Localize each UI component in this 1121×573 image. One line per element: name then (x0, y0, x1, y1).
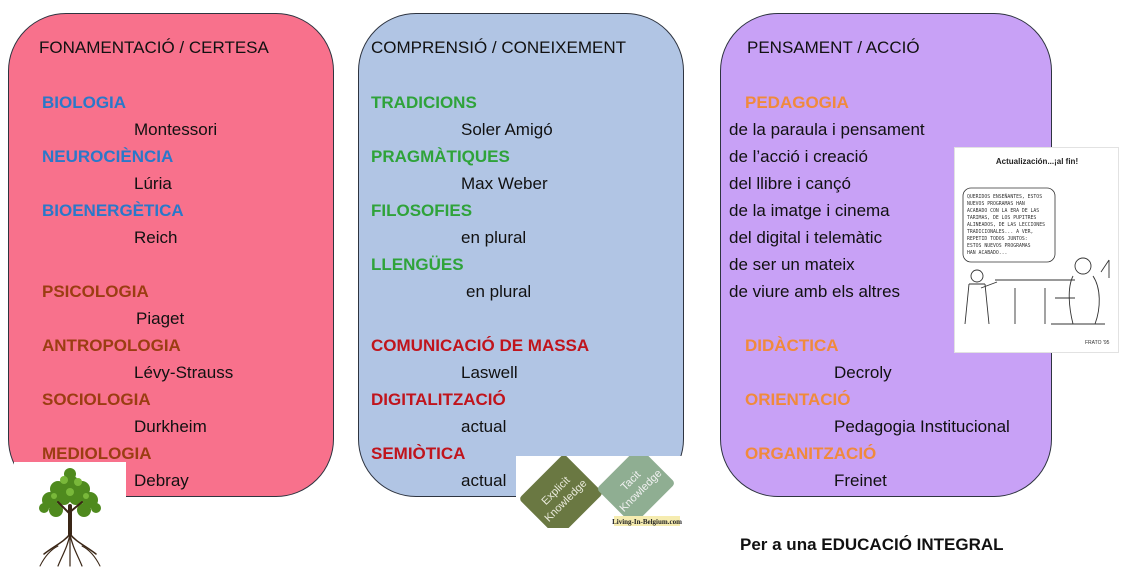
pedagogy-line: de la imatge i cinema (729, 201, 890, 220)
author-decroly: Decroly (834, 363, 892, 382)
svg-text:HAN ACABADO...: HAN ACABADO... (967, 250, 1007, 256)
detail-laswell: Laswell (461, 363, 518, 382)
category-comunicacio-massa: COMUNICACIÓ DE MASSA (371, 336, 590, 355)
tree-icon (39, 468, 101, 567)
category-mediologia: MEDIOLOGIA (42, 444, 152, 463)
comic-image: Actualización...¡al fin! QUERIDOS ENSEÑA… (954, 147, 1119, 353)
category-biologia: BIOLOGIA (42, 93, 127, 112)
category-orientacio: ORIENTACIÓ (745, 390, 851, 409)
detail-llengues: en plural (466, 282, 532, 301)
author-pedagogia-institucional: Pedagogia Institucional (834, 417, 1010, 436)
svg-text:ALINEADOS, DE LAS LECCIONES: ALINEADOS, DE LAS LECCIONES (967, 222, 1045, 228)
author-freinet: Freinet (834, 471, 887, 490)
category-llengues: LLENGÜES (371, 255, 464, 274)
svg-text:REPETID TODOS JUNTOS:: REPETID TODOS JUNTOS: (967, 236, 1028, 242)
category-psicologia: PSICOLOGIA (42, 282, 149, 301)
detail-semiotica: actual (461, 471, 507, 490)
category-pedagogia: PEDAGOGIA (745, 93, 849, 112)
panel-comprensio: COMPRENSIÓ / CONEIXEMENT TRADICIONS Sole… (358, 13, 684, 497)
panel-title: PENSAMENT / ACCIÓ (747, 38, 920, 57)
tree-image (14, 462, 126, 568)
category-didactica: DIDÀCTICA (745, 336, 839, 355)
svg-text:ESTOS NUEVOS PROGRAMAS: ESTOS NUEVOS PROGRAMAS (967, 243, 1031, 249)
detail-digitalitzacio: actual (461, 417, 507, 436)
category-tradicions: TRADICIONS (371, 93, 477, 112)
svg-text:ACABADO CON LA ERA DE LAS: ACABADO CON LA ERA DE LAS (967, 208, 1039, 214)
author-piaget: Piaget (136, 309, 185, 328)
panel-title: FONAMENTACIÓ / CERTESA (39, 38, 269, 57)
author-reich: Reich (134, 228, 178, 247)
detail-soler-amigo: Soler Amigó (461, 120, 553, 139)
pedagogy-line: de ser un mateix (729, 255, 855, 274)
detail-max-weber: Max Weber (461, 174, 548, 193)
detail-filosofies: en plural (461, 228, 527, 247)
category-filosofies: FILOSOFIES (371, 201, 473, 220)
category-organitzacio: ORGANITZACIÓ (745, 444, 877, 463)
author-debray: Debray (134, 471, 189, 490)
pedagogy-line: de viure amb els altres (729, 282, 901, 301)
category-bioenergetica: BIOENERGÈTICA (42, 201, 184, 220)
source-label: Living-In-Belgium.com (612, 518, 682, 526)
svg-text:QUERIDOS ENSEÑANTES, ESTOS: QUERIDOS ENSEÑANTES, ESTOS (967, 193, 1042, 200)
knowledge-image: Explicit Knowledge Tacit Knowledge Livin… (516, 448, 682, 537)
author-luria: Lúria (134, 174, 172, 193)
category-neurociencia: NEUROCIÈNCIA (42, 147, 174, 166)
panel-title: COMPRENSIÓ / CONEIXEMENT (371, 38, 627, 57)
author-montessori: Montessori (134, 120, 218, 139)
svg-text:NUEVOS PROGRAMAS HAN: NUEVOS PROGRAMAS HAN (967, 201, 1025, 207)
category-semiotica: SEMIÒTICA (371, 444, 466, 463)
author-durkheim: Durkheim (134, 417, 207, 436)
pedagogy-line: de la paraula i pensament (729, 120, 925, 139)
category-digitalitzacio: DIGITALITZACIÓ (371, 390, 506, 409)
comic-title: Actualización...¡al fin! (996, 157, 1078, 166)
panel-fonamentacio: FONAMENTACIÓ / CERTESA BIOLOGIA Montesso… (8, 13, 334, 497)
category-pragmatiques: PRAGMÀTIQUES (371, 147, 510, 166)
pedagogy-line: del digital i telemàtic (729, 228, 883, 247)
comic-signature: FRATO '95 (1085, 340, 1110, 346)
svg-text:TRADICIONALES... A VER,: TRADICIONALES... A VER, (967, 229, 1033, 235)
category-antropologia: ANTROPOLOGIA (42, 336, 181, 355)
author-levy-strauss: Lévy-Strauss (134, 363, 234, 382)
svg-text:TARIMAS, DE LOS PUPITRES: TARIMAS, DE LOS PUPITRES (967, 215, 1036, 221)
category-sociologia: SOCIOLOGIA (42, 390, 151, 409)
pedagogy-line: del llibre i cançó (729, 174, 851, 193)
pedagogy-line: de l’acció i creació (729, 147, 868, 166)
slogan: Per a una EDUCACIÓ INTEGRAL (740, 535, 1004, 554)
